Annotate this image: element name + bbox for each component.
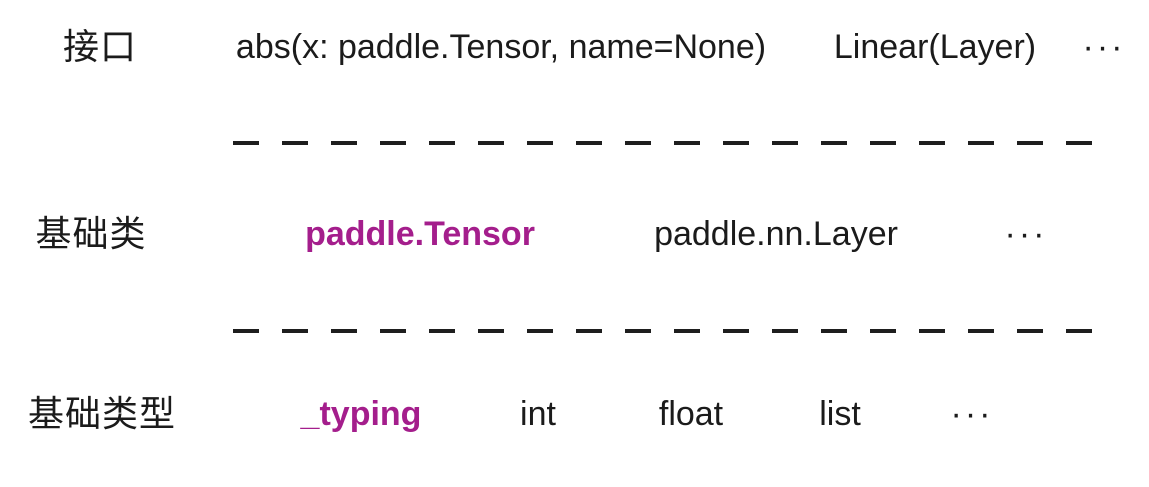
base-type-int: int [520,395,556,433]
dashed-separator-2 [233,329,1098,333]
row-label-interface: 接口 [62,26,138,67]
dashed-separator-1 [233,141,1098,145]
base-type-list: list [819,395,861,433]
base-type-float: float [658,395,724,433]
ellipsis-icon: ··· [950,395,994,433]
base-class-paddle-tensor: paddle.Tensor [305,215,535,253]
ellipsis-icon: ··· [1004,215,1048,253]
base-class-paddle-nn-layer: paddle.nn.Layer [654,215,898,253]
interface-linear-layer: Linear(Layer) [833,28,1037,66]
row-label-base-class: 基础类 [35,213,147,254]
row-label-base-type: 基础类型 [27,393,177,434]
interface-abs-signature: abs(x: paddle.Tensor, name=None) [235,28,767,66]
base-type-typing: _typing [300,395,422,433]
ellipsis-icon: ··· [1082,28,1126,66]
